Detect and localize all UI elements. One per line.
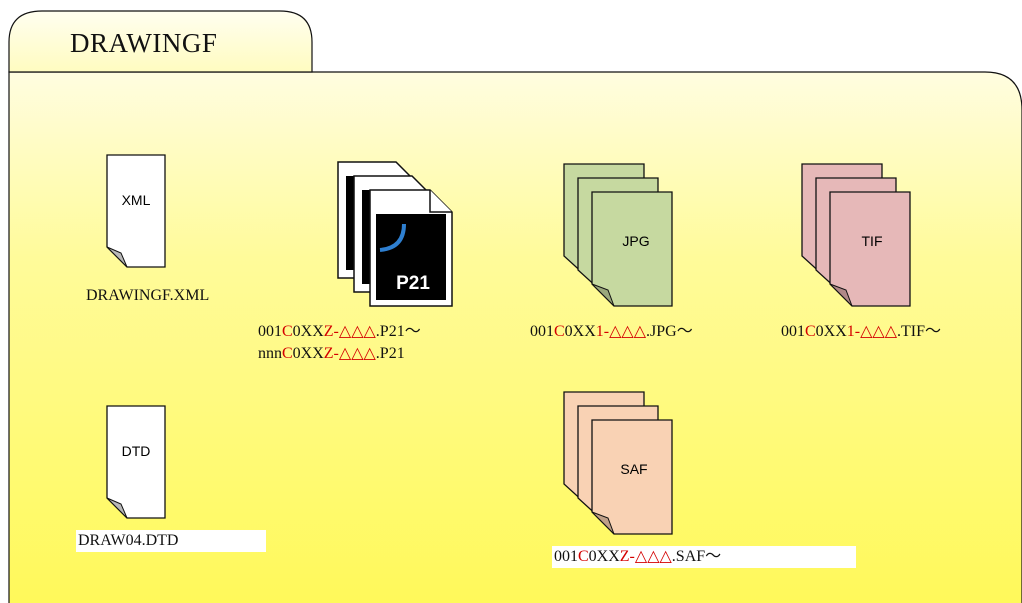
dtd-label: DTD (122, 443, 151, 459)
saf-label: SAF (620, 461, 647, 477)
tif-filename: 001C0XX1-△△△.TIF～ (781, 323, 942, 340)
tif-stacked-icon: TIF (801, 163, 911, 307)
jpg-stacked-icon: JPG (563, 163, 673, 307)
p21-filename-last: nnnC0XXZ-△△△.P21 (258, 345, 405, 362)
saf-filename: 001C0XXZ-△△△.SAF～ (552, 546, 856, 568)
p21-filename-first: 001C0XXZ-△△△.P21～ (258, 323, 421, 340)
p21-stacked-icon: P21 (337, 161, 453, 307)
xml-filename: DRAWINGF.XML (86, 287, 210, 304)
xml-document-icon: XML (106, 154, 166, 268)
folder-title: DRAWINGF (70, 28, 218, 58)
dtd-filename: DRAW04.DTD (76, 530, 266, 552)
folder-tab (8, 10, 313, 73)
jpg-filename: 001C0XX1-△△△.JPG～ (530, 323, 693, 340)
tif-label: TIF (862, 233, 883, 249)
dtd-document-icon: DTD (106, 405, 166, 519)
jpg-label: JPG (622, 233, 649, 249)
saf-stacked-icon: SAF (563, 391, 673, 535)
p21-label: P21 (396, 273, 430, 294)
xml-label: XML (122, 192, 151, 208)
